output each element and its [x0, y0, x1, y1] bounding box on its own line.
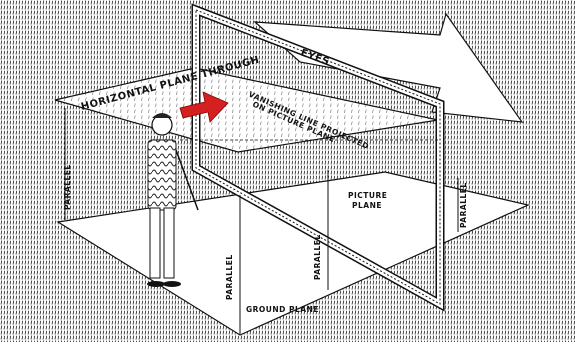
- picture-plane-label-1: PICTURE: [348, 191, 387, 200]
- picture-plane-label-2: PLANE: [352, 201, 382, 210]
- parallel-label-front: PARALLEL: [225, 254, 234, 300]
- ground-plane-label: GROUND PLANE: [246, 305, 319, 314]
- ground-plane: [56, 171, 530, 336]
- parallel-lines: [64, 108, 459, 334]
- picture-plane-frame: [191, 3, 445, 312]
- red-arrow-icon: [179, 91, 229, 123]
- parallel-label-left: PARALLEL: [63, 164, 72, 210]
- observer-figure: [147, 113, 199, 287]
- parallel-label-right: PARALLEL: [459, 182, 468, 228]
- upper-arrow-plane: [253, 12, 524, 123]
- parallel-label-mid: PARALLEL: [313, 234, 322, 280]
